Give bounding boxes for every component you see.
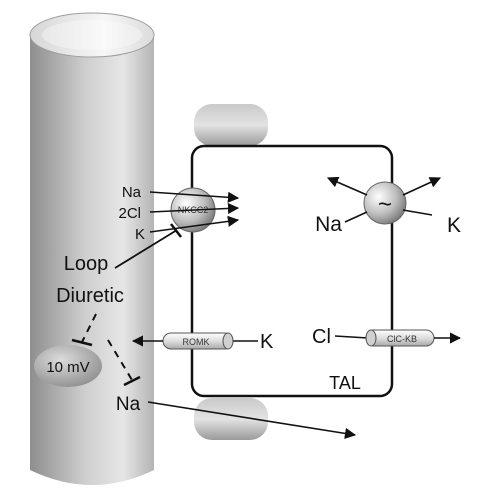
clckb-channel: ClC-KB — [365, 329, 435, 347]
label-loop: Loop — [64, 253, 109, 275]
romk-label: ROMK — [183, 337, 210, 347]
clckb-label: ClC-KB — [387, 334, 417, 344]
label-k-nkcc2: K — [135, 226, 145, 243]
voltage-oval — [34, 345, 102, 387]
label-2cl-nkcc2: 2Cl — [118, 205, 141, 222]
label-k-pump: K — [447, 214, 461, 237]
tal-cell — [190, 144, 394, 398]
inhibition-bar-nkcc2 — [170, 223, 182, 238]
label-cl: Cl — [312, 326, 331, 348]
tight-junction-top — [194, 104, 268, 146]
cl-influx-arrow — [149, 202, 240, 215]
tight-junction-bottom — [194, 398, 268, 440]
paracellular-na-arrow — [147, 401, 357, 439]
label-na-pump: Na — [315, 213, 342, 236]
loop-diuretic-inhibition — [114, 229, 178, 269]
pump-symbol: ~ — [378, 191, 392, 218]
na-influx-arrow — [149, 191, 240, 203]
k-pump-in — [402, 209, 433, 216]
k-influx-arrow — [149, 215, 240, 233]
k-pump-out-arrow — [402, 177, 442, 196]
inhibition-bar-na — [123, 375, 141, 387]
label-diuretic: Diuretic — [56, 285, 124, 307]
label-k-romk: K — [260, 331, 274, 353]
inhibition-bar-voltage — [71, 338, 93, 347]
label-tal: TAL — [329, 373, 361, 393]
label-na-nkcc2: Na — [122, 184, 142, 201]
na-pump-out-arrow — [326, 176, 368, 196]
romk-channel: ROMK — [162, 332, 234, 350]
cl-channel-line — [334, 335, 369, 339]
label-voltage: 10 mV — [46, 359, 89, 376]
diuretic-voltage-dash — [81, 313, 97, 343]
na-pump-in — [344, 211, 368, 223]
na-k-pump: ~ — [363, 181, 407, 225]
label-na-paracellular: Na — [116, 394, 141, 415]
